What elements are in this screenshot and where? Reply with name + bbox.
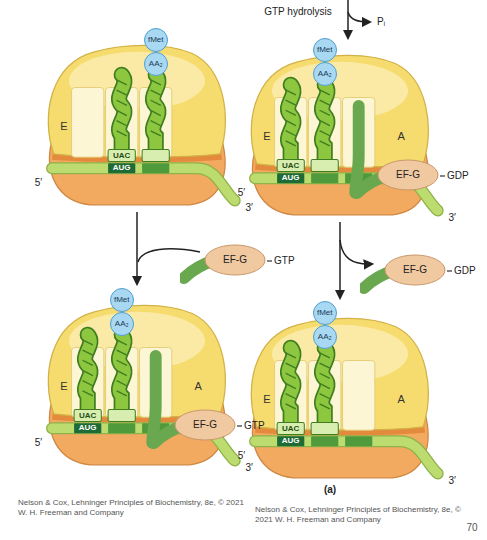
strand-end-label: 3′ [245,462,252,474]
residue-name: AA₂ [115,319,129,328]
reaction-note: GTP hydrolysis [264,6,332,18]
amino-acid-circle: AA₂ [313,62,337,86]
residue-name: fMet [148,35,164,44]
nucleotide-name: GDP [454,265,476,277]
credit-line: Nelson & Cox, Lehninger Principles of Bi… [255,505,480,525]
amino-acid-circle: fMet [144,28,168,52]
reaction-note: Pᵢ [377,16,385,28]
amino-acid-circle: fMet [110,288,134,312]
ef-g-body [378,160,438,190]
residue-name: AA₂ [149,59,163,68]
ef-g-body [205,245,265,275]
strand-end-label: 5′ [35,437,42,449]
residue-name: AA₂ [318,332,332,341]
codon-label: AUG [79,424,97,433]
nucleotide-bond [440,175,445,176]
ef-g-factor: EF-G GDP [360,250,480,294]
amino-acid-circle: fMet [313,38,337,62]
amino-acid-circle: AA₂ [144,52,168,76]
ef-g-factor: EF-G GTP [150,405,270,449]
amino-acid-circle: AA₂ [110,312,134,336]
strand-end-label: 3′ [448,212,455,224]
strand-end-label: 3′ [245,202,252,214]
ef-g-factor: EF-G GDP [353,155,473,199]
amino-acid-circle: fMet [313,301,337,325]
factor-name: EF-G [205,254,265,266]
anticodon-label: UAC [113,151,130,160]
site-label: A [398,392,405,405]
codon-label: AUG [113,164,131,173]
residue-name: fMet [317,45,333,54]
residue-name: fMet [317,308,333,317]
anticodon-label: UAC [282,161,299,170]
residue-name: fMet [114,295,130,304]
site-label: A [398,129,405,142]
nucleotide-name: GTP [274,255,295,267]
credit-line: Nelson & Cox, Lehninger Principles of Bi… [18,498,248,518]
nucleotide-name: GTP [244,420,265,432]
residue-name: AA₂ [318,69,332,78]
site-label: E [60,379,67,392]
strand-end-label: 5′ [35,177,42,189]
panel-letter: (a) [324,484,336,496]
nucleotide-bond [237,425,242,426]
site-label: E [60,119,67,132]
page-number: 70 [466,522,477,534]
factor-name: EF-G [378,169,438,181]
anticodon-label: UAC [79,411,96,420]
site-label: E [263,129,270,142]
amino-acid-circle: AA₂ [313,325,337,349]
strand-end-label: 5′ [238,187,245,199]
ef-g-body [385,255,445,285]
codon-label: AUG [282,174,300,183]
site-label: A [195,379,202,392]
nucleotide-name: GDP [447,170,469,182]
codon-label: AUG [282,437,300,446]
anticodon-label: UAC [282,424,299,433]
factor-name: EF-G [385,264,445,276]
nucleotide-bond [447,270,452,271]
ef-g-body [175,410,235,440]
strand-end-label: 3′ [448,475,455,487]
ef-g-factor: EF-G GTP [180,240,300,284]
site-label: E [263,392,270,405]
factor-name: EF-G [175,419,235,431]
nucleotide-bond [267,260,272,261]
strand-end-label: 5′ [238,450,245,462]
